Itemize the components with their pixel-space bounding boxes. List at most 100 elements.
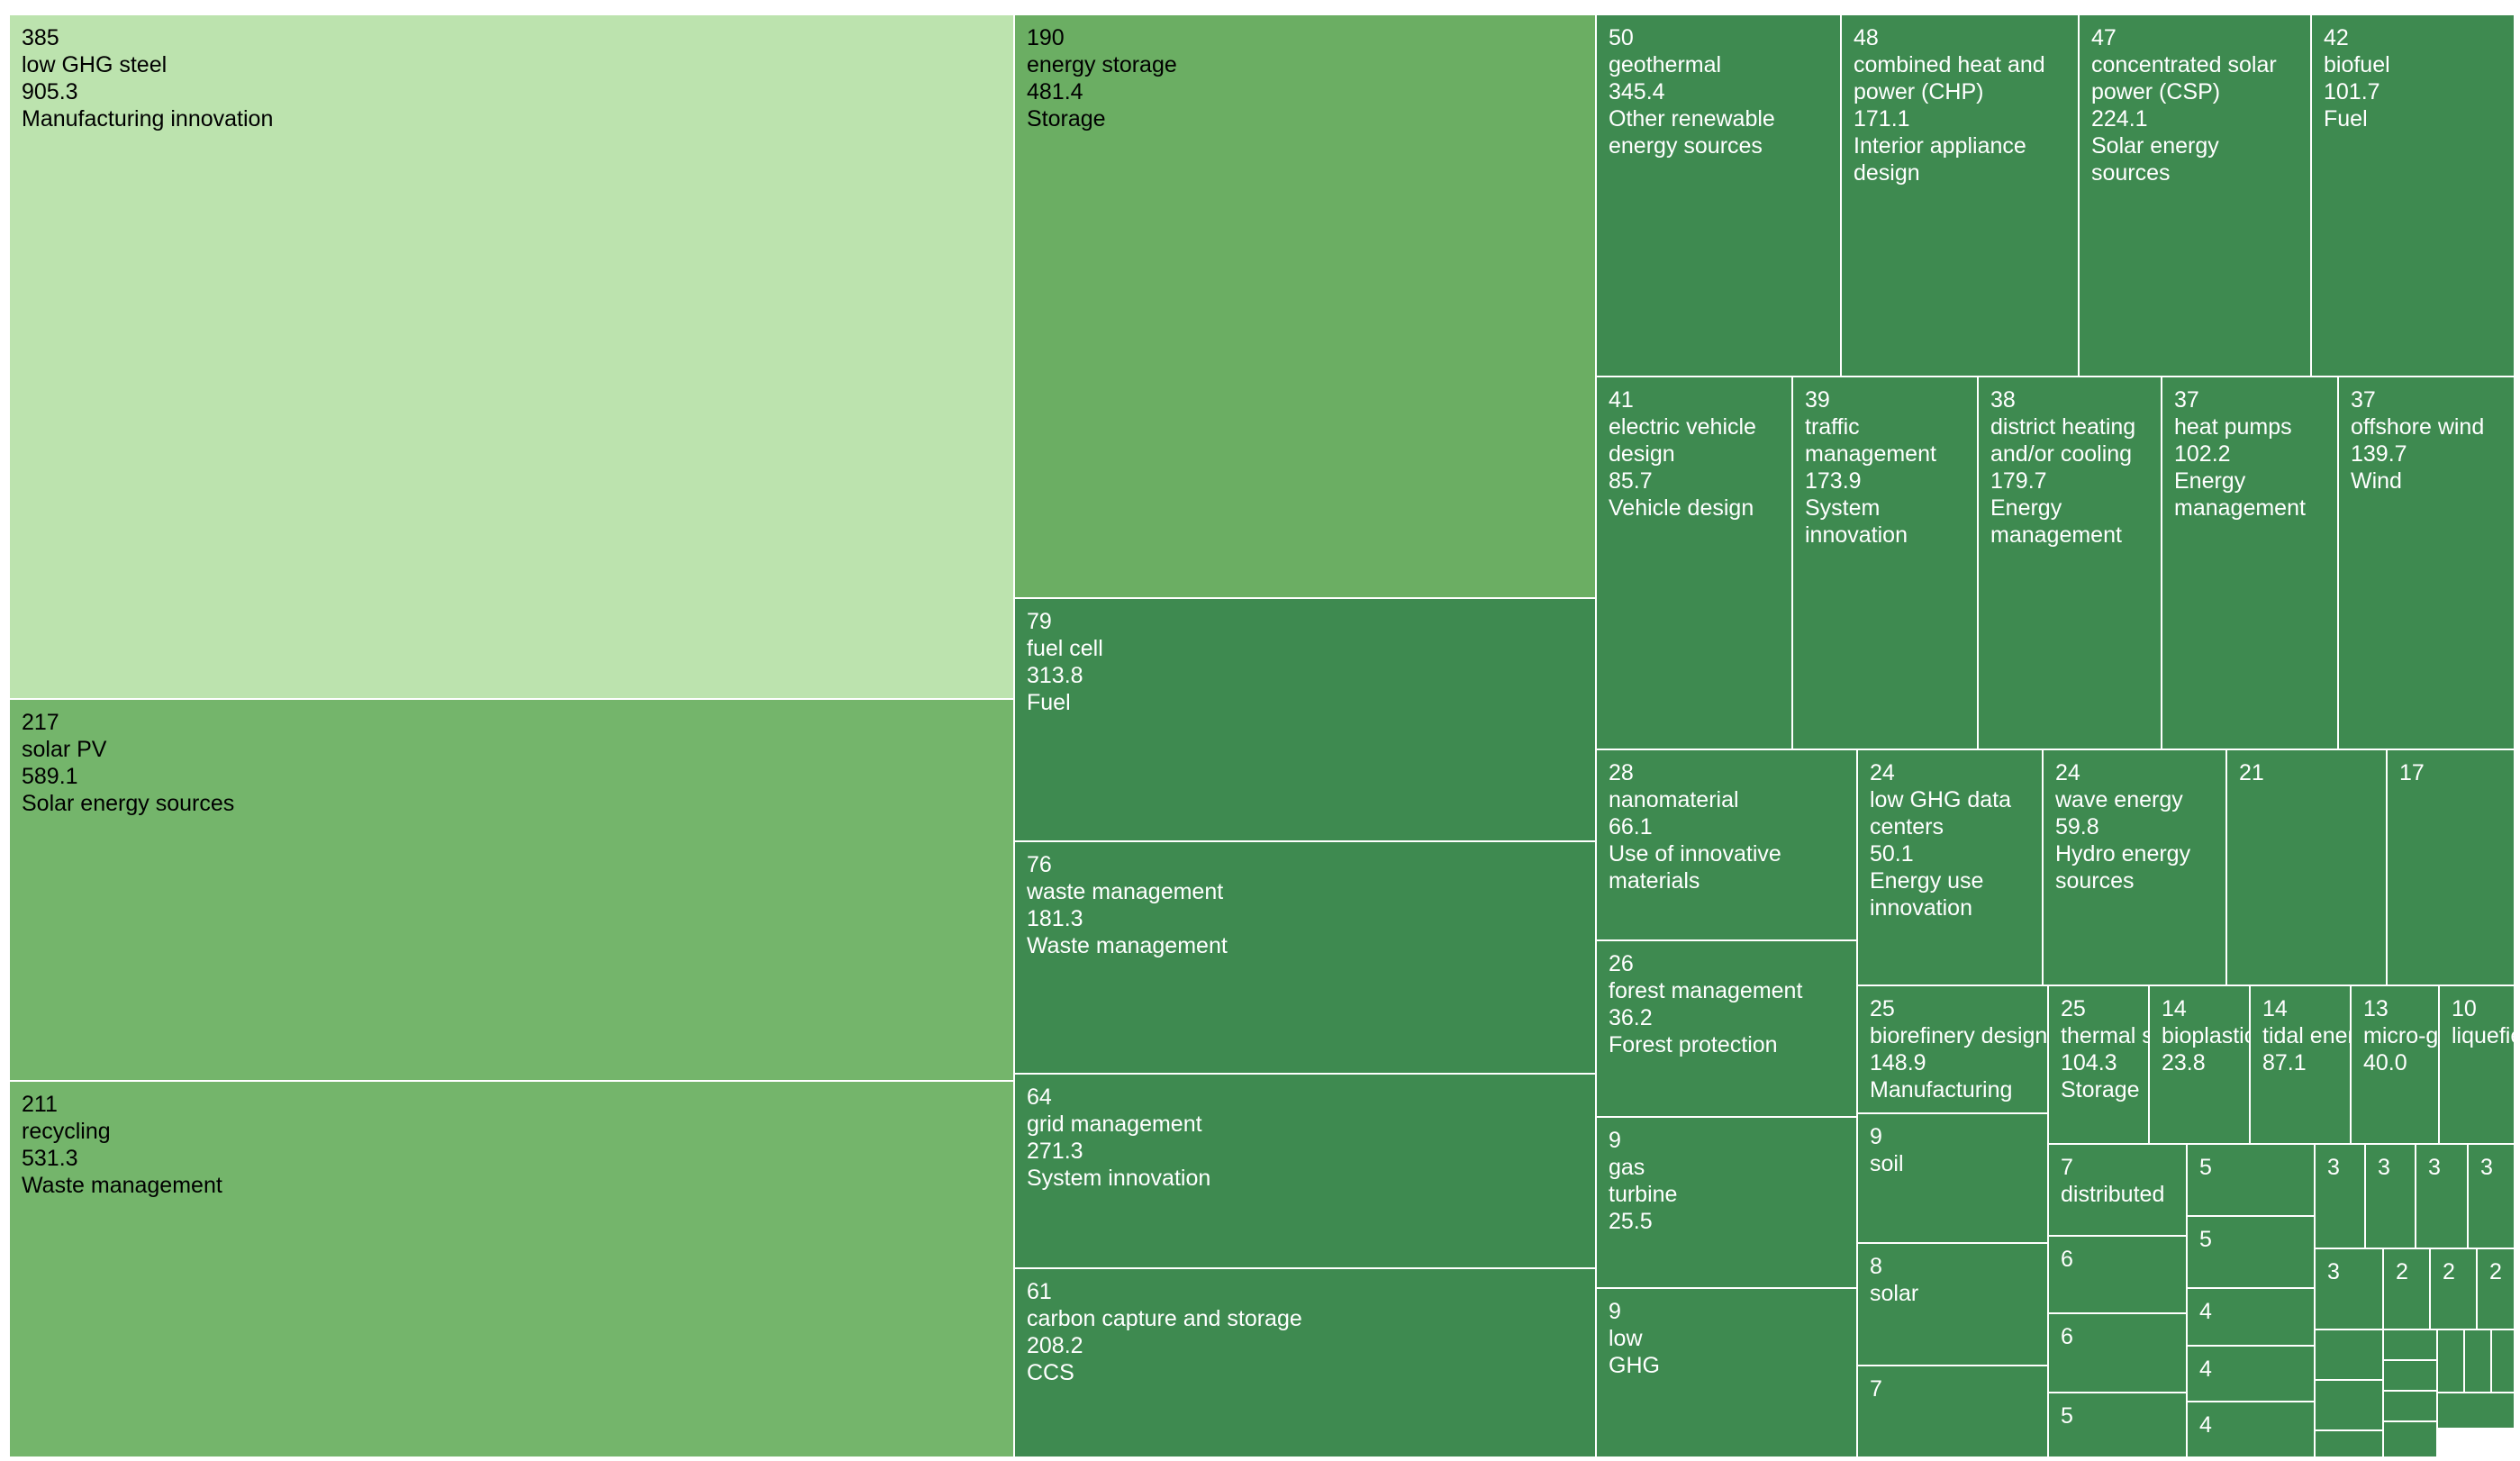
cell-count: 3 [2480,1155,2493,1180]
cell-count: 14 [2162,996,2187,1021]
cell-value: 139.7 [2351,441,2407,467]
treemap-cell-rect [2249,985,2352,1145]
cell-category: Wind [2351,468,2402,494]
cell-label: liquefied [2452,1023,2520,1048]
cell-category: Manufacturing innovation [22,106,273,132]
treemap-cell-38: 5 [2186,1143,2316,1217]
cell-category: sources [2055,868,2135,894]
treemap-cell-rect [2467,1143,2515,1249]
cell-category: System [1805,495,1880,521]
cell-value: 173.9 [1805,468,1862,494]
cell-value: 271.3 [1027,1139,1083,1164]
cell-value: 531.3 [22,1146,78,1171]
treemap-cell-rect [1595,1287,1858,1458]
cell-value: 589.1 [22,764,78,789]
cell-label: distributed [2061,1182,2164,1207]
cell-label: nanomaterial [1609,787,1739,812]
cell-value: 85.7 [1609,468,1653,494]
cell-label: solar PV [22,737,107,762]
treemap-cell-rect [2314,1248,2384,1330]
cell-label: carbon capture and storage [1027,1306,1302,1331]
treemap-cell-rect [2436,1329,2465,1393]
treemap-cell-rect [2314,1429,2384,1458]
treemap-cell-48: 2 [2382,1248,2431,1330]
treemap-cell-51 [2314,1329,2384,1381]
cell-label: offshore wind [2351,414,2484,440]
cell-count: 42 [2324,25,2349,50]
cell-count: 190 [1027,25,1065,50]
treemap-cell-rect [1595,14,1842,377]
cell-count: 39 [1805,387,1830,413]
cell-category: Interior appliance [1854,133,2026,159]
treemap-cell-rect [1013,840,1597,1075]
treemap-cell-rect [8,14,1015,700]
treemap-cell-36: 6 [2047,1312,2188,1393]
treemap-cell-50: 2 [2476,1248,2515,1330]
treemap-cell-rect [2042,749,2227,986]
treemap-cell-46: 3 [2467,1143,2515,1249]
cell-count: 9 [1870,1124,1882,1149]
treemap-cell-rect [2186,1143,2316,1217]
cell-label: grid management [1027,1112,1202,1137]
cell-count: 211 [22,1092,58,1117]
treemap-cell-59 [2463,1329,2492,1393]
cell-category: management [1990,522,2122,548]
treemap-cell-rect [2436,1392,2515,1429]
cell-category: Storage [1027,106,1106,132]
cell-label: soil [1870,1151,1904,1176]
treemap-cell-44: 3 [2364,1143,2416,1249]
cell-count: 5 [2199,1227,2212,1252]
treemap-cell-52 [2314,1379,2384,1431]
treemap-cell-rect [1856,749,2044,986]
cell-category: CCS [1027,1360,1074,1385]
cell-count: 41 [1609,387,1634,413]
cell-category: Waste management [22,1173,222,1198]
cell-count: 28 [1609,760,1634,785]
cell-label: centers [1870,814,1944,839]
cell-count: 38 [1990,387,2016,413]
cell-value: 345.4 [1609,79,1665,104]
cell-count: 9 [1609,1128,1621,1153]
cell-label: turbine [1609,1182,1677,1207]
treemap-cell-rect [1013,1073,1597,1269]
cell-label: GHG [1609,1353,1660,1378]
treemap-cell-liquefied: 10liquefied [2438,985,2520,1145]
treemap-cell-rect [2429,1248,2478,1330]
cell-label: fuel cell [1027,636,1103,661]
treemap-cell-rect [2350,985,2440,1145]
cell-count: 7 [2061,1155,2073,1180]
treemap-cell-rect [2382,1329,2438,1361]
cell-count: 2 [2489,1259,2502,1284]
cell-count: 2 [2443,1259,2455,1284]
cell-label: management [1805,441,1936,467]
cell-value: 224.1 [2091,106,2148,132]
cell-label: geothermal [1609,52,1721,77]
cell-count: 4 [2199,1412,2212,1438]
treemap-cell-45: 3 [2415,1143,2469,1249]
cell-value: 905.3 [22,79,78,104]
treemap-cell-rect [1013,14,1597,599]
cell-count: 5 [2199,1155,2212,1180]
treemap-cell-rect [2047,1143,2188,1237]
treemap-cell-rect [1856,1365,2049,1458]
treemap-cell-rect [2463,1329,2492,1393]
cell-label: waste management [1026,879,1223,904]
cell-count: 50 [1609,25,1634,50]
cell-label: low GHG data [1870,787,2011,812]
cell-label: gas [1609,1155,1645,1180]
cell-value: 87.1 [2262,1050,2307,1075]
cell-category: Fuel [2324,106,2368,132]
cell-category: Waste management [1027,933,1228,958]
cell-category: Use of innovative [1609,841,1781,867]
cell-count: 37 [2174,387,2199,413]
cell-count: 24 [2055,760,2080,785]
